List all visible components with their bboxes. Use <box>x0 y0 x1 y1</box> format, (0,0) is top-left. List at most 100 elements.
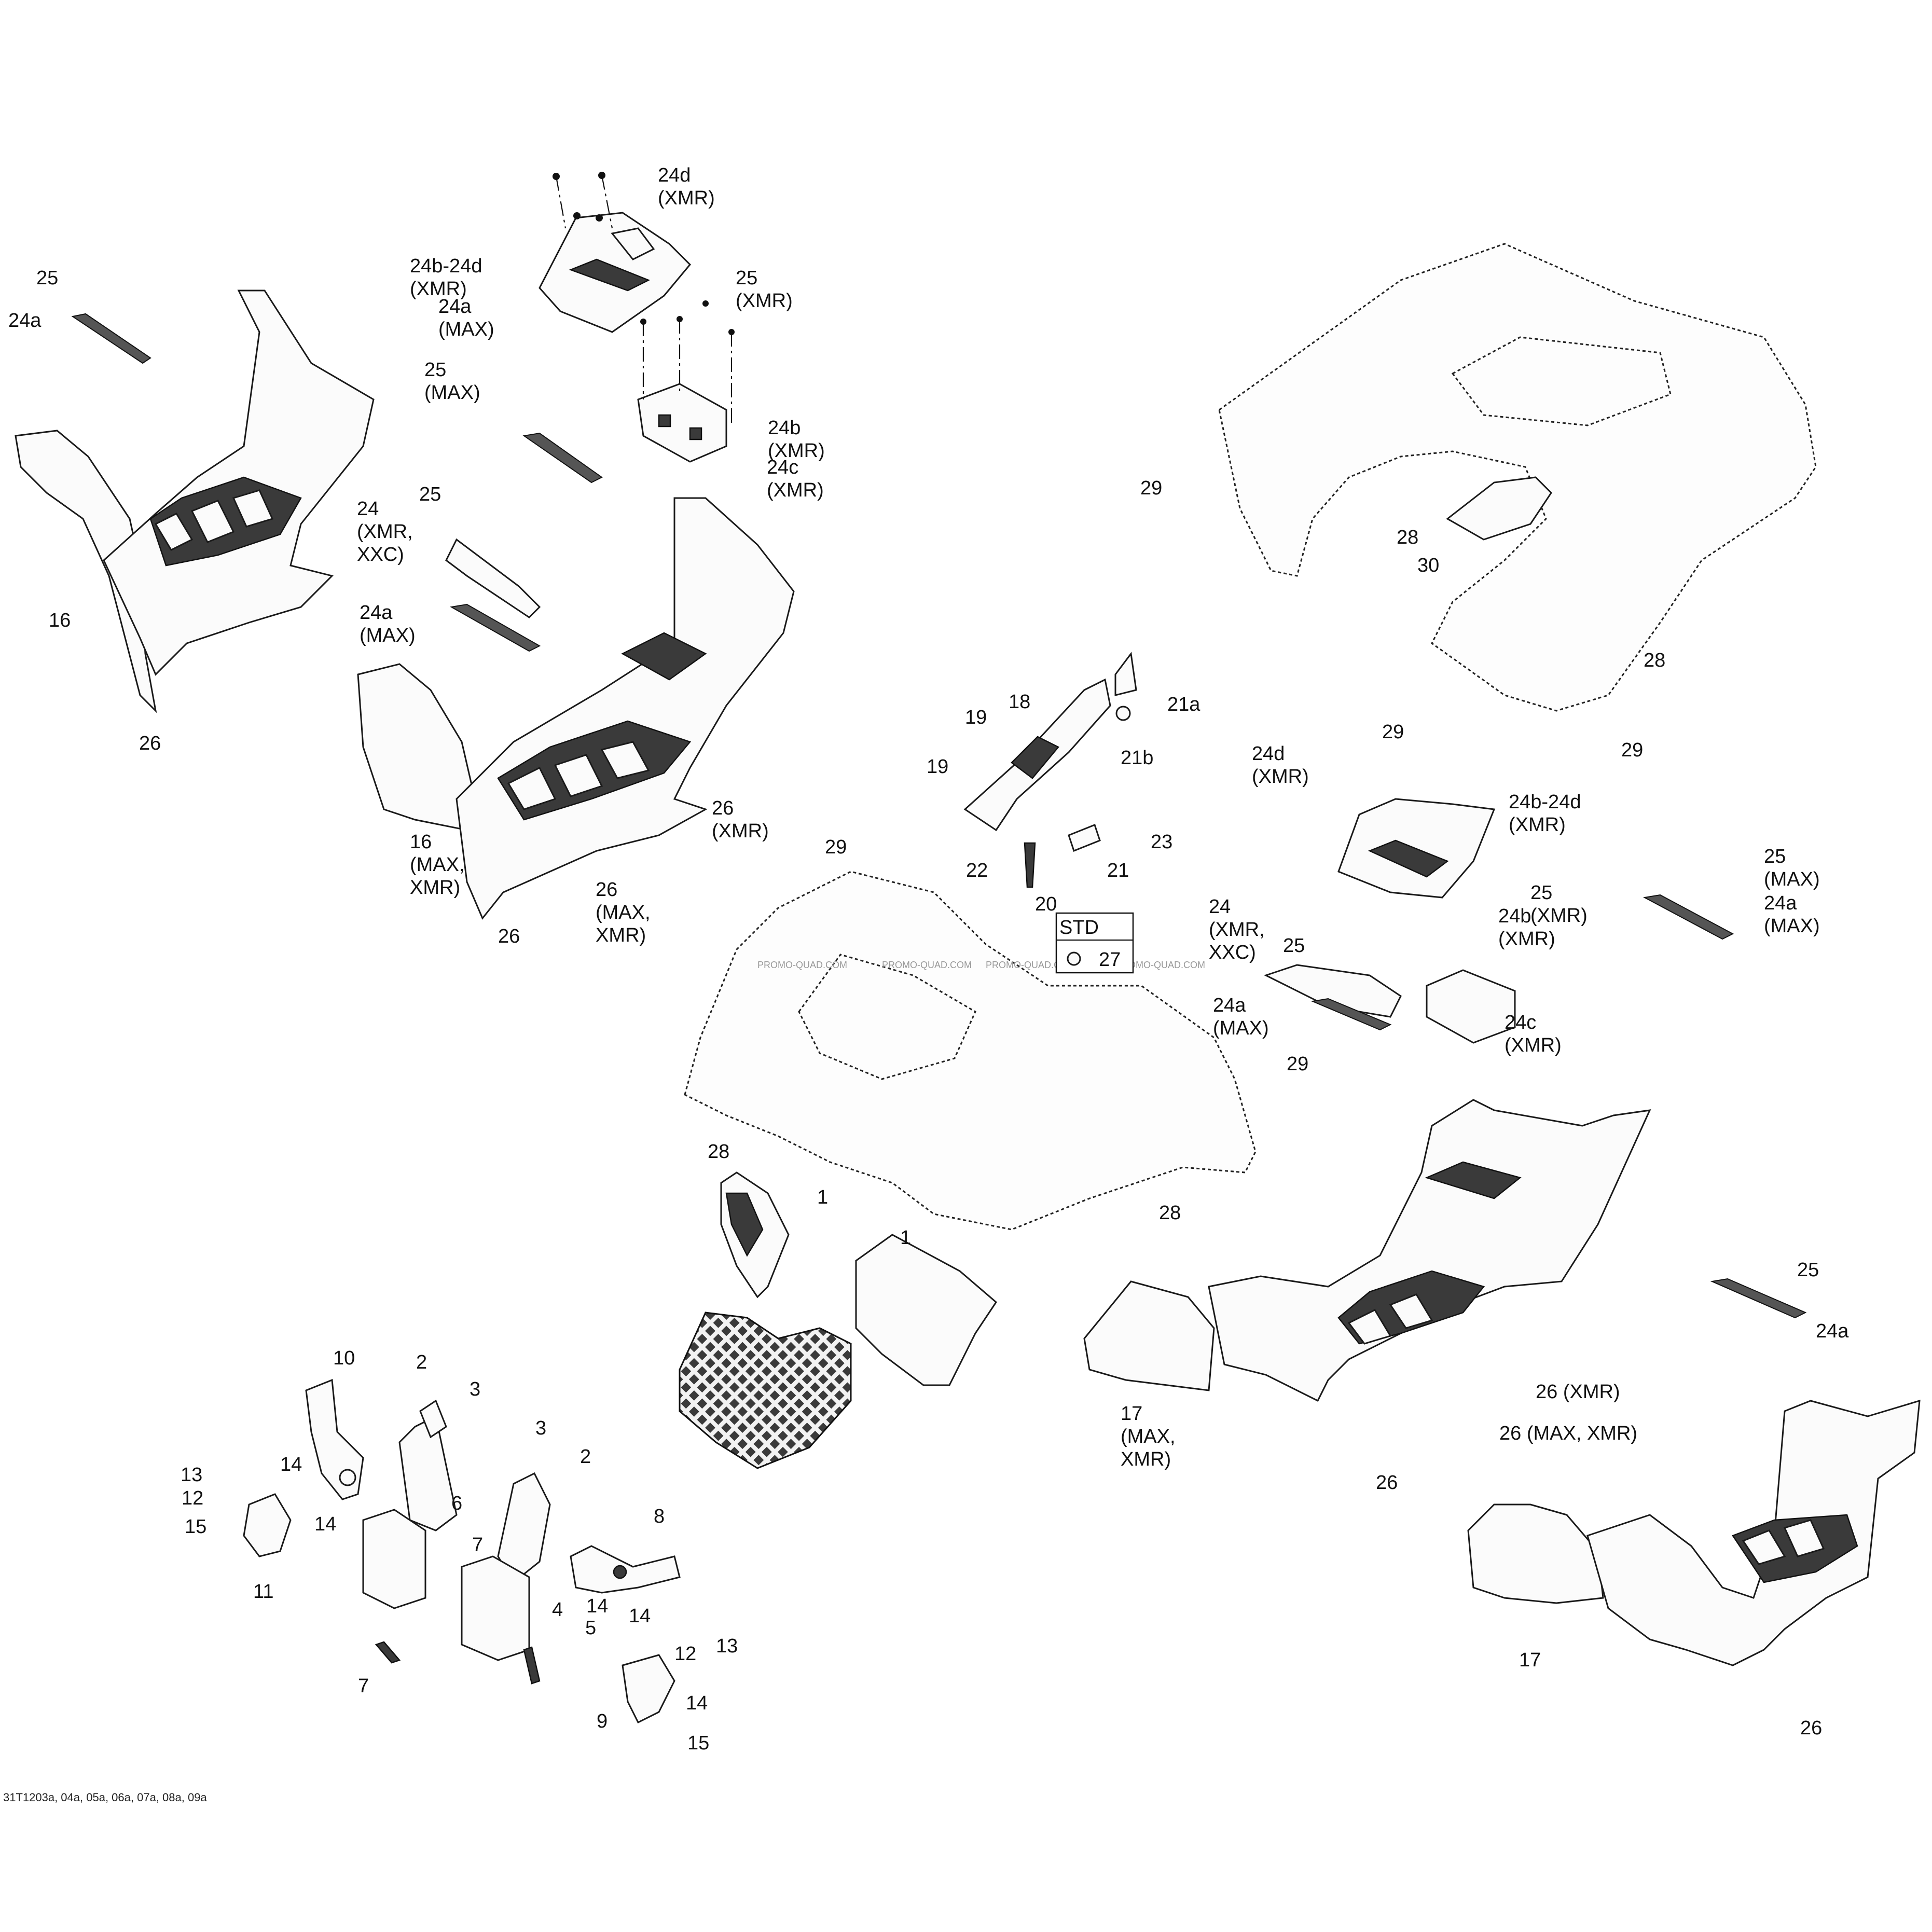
callout-c24a2: 24a(MAX) <box>438 296 494 340</box>
callout-c25h: 25 <box>1797 1259 1819 1281</box>
footboard-17 <box>1586 1399 1921 1666</box>
callout-c1b: 1 <box>900 1227 911 1249</box>
callout-c29c: 29 <box>1287 1053 1308 1075</box>
watermark-4: PROMO-QUAD.COM <box>1115 960 1205 970</box>
callout-c15: 15 <box>185 1516 206 1538</box>
callout-c26h: 26 <box>1800 1717 1822 1739</box>
footwell-17-assembly <box>1467 1278 1921 1666</box>
nut-21b <box>1115 706 1131 721</box>
callout-c13b: 13 <box>716 1635 738 1657</box>
bracket-assembly-18-23 <box>963 652 1137 888</box>
callout-c24bd2: 24b-24d(XMR) <box>1509 791 1581 836</box>
callout-c19b: 19 <box>927 756 948 778</box>
callout-c16m: 16(MAX,XMR) <box>410 831 465 899</box>
step-24a-max-center-top <box>522 432 603 484</box>
callout-c23: 23 <box>1151 831 1172 853</box>
front-bracket-assembly <box>243 1378 681 1724</box>
callout-c30: 30 <box>1417 555 1439 576</box>
step-24a-max-right-mid <box>1310 998 1392 1031</box>
step-24a-bottom-right <box>1710 1278 1807 1319</box>
callout-c24b2: 24b(XMR) <box>1498 905 1555 950</box>
footboard-16-max-xmr <box>456 497 795 920</box>
side-panel-1-right <box>855 1234 997 1386</box>
callout-c16: 16 <box>49 610 71 631</box>
callout-c22: 22 <box>966 860 988 881</box>
footwell-16-max-xmr-assembly <box>357 432 795 920</box>
callout-c24c2: 24c(XMR) <box>1505 1012 1562 1056</box>
callout-c8: 8 <box>654 1506 665 1527</box>
callout-c11: 11 <box>253 1581 273 1603</box>
callout-c28d: 28 <box>1644 650 1665 671</box>
callout-c10: 10 <box>333 1347 355 1369</box>
callout-c21b: 21b <box>1121 747 1153 769</box>
callout-c13: 13 <box>181 1464 202 1486</box>
callout-c26a: 26 <box>139 733 161 754</box>
bracket-9 <box>622 1654 675 1724</box>
diagram-code: 31T1203a, 04a, 05a, 06a, 07a, 08a, 09a <box>3 1791 207 1804</box>
left-footboard-tread-16 <box>149 476 302 567</box>
callout-c18: 18 <box>1009 691 1030 713</box>
callout-c24d1: 24d(XMR) <box>658 164 715 209</box>
callout-c24a6: 24a <box>1816 1320 1849 1342</box>
footwell-17-max-xmr-assembly <box>1083 1099 1651 1402</box>
step-plate-24a-top-left <box>71 313 151 364</box>
callout-c25a: 25 <box>36 267 58 289</box>
callout-c26e: 26 (XMR) <box>1536 1381 1620 1403</box>
rear-fender-assembly <box>1218 243 1817 712</box>
callout-c26d: 26 <box>498 926 520 947</box>
footboard-17-bottom-treads <box>1732 1514 1858 1583</box>
std-label: STD <box>1059 917 1099 939</box>
front-fender <box>684 871 1257 1231</box>
front-grille <box>679 1312 852 1469</box>
callout-c12: 12 <box>182 1487 203 1509</box>
callout-c24r: 24(XMR,XXC) <box>1209 896 1265 963</box>
callout-c24c1: 24c(XMR) <box>767 457 824 501</box>
bracket-11 <box>243 1493 292 1557</box>
callout-c5: 5 <box>585 1617 596 1639</box>
callout-c29b: 29 <box>825 836 847 858</box>
callout-c28b: 28 <box>708 1141 729 1163</box>
callout-c3: 3 <box>470 1378 480 1400</box>
callout-c6: 6 <box>451 1493 462 1514</box>
grille-assembly-1 <box>679 1171 997 1469</box>
footboard-17-treads <box>1337 1161 1522 1345</box>
tube-6b <box>497 1472 551 1584</box>
std-box: STD 27 <box>1055 912 1134 974</box>
callout-c19a: 19 <box>965 707 987 728</box>
callout-c25e: 25(MAX) <box>1764 846 1820 890</box>
callout-c25g: 25 <box>1283 935 1305 957</box>
callout-c25f: 25(XMR) <box>1530 882 1588 927</box>
callout-c12b: 12 <box>674 1643 696 1665</box>
front-fender-assembly: PROMO-QUAD.COM PROMO-QUAD.COM PROMO-QUAD… <box>684 871 1257 1231</box>
std-part-number: 27 <box>1099 949 1121 971</box>
callout-c29d: 29 <box>1382 721 1404 743</box>
callout-c14b: 14 <box>314 1513 336 1535</box>
rear-fender <box>1218 243 1817 712</box>
footwell-17 <box>1467 1503 1604 1604</box>
callout-c25c: 25(MAX) <box>424 359 480 404</box>
callout-c7b: 7 <box>358 1675 369 1697</box>
callout-c26g: 26 <box>1376 1472 1398 1494</box>
rear-fender-cap-30 <box>1446 476 1552 541</box>
callout-c2b: 2 <box>580 1446 591 1468</box>
callout-c14a: 14 <box>280 1454 302 1475</box>
watermark-1: PROMO-QUAD.COM <box>757 960 847 970</box>
bracket-24b-top <box>637 383 727 463</box>
callout-c24l: 24(XMR,XXC) <box>357 498 413 565</box>
pin-4 <box>523 1646 541 1685</box>
callout-c14d: 14 <box>629 1605 651 1627</box>
plate-21a <box>1114 652 1137 696</box>
bumper-block-right <box>461 1555 530 1661</box>
bolt-20 <box>1024 842 1036 888</box>
callout-c21: 21 <box>1107 860 1129 881</box>
callout-c7: 7 <box>472 1534 483 1556</box>
step-plate-24b-24d-top <box>539 212 692 333</box>
callout-c17: 17 <box>1519 1649 1541 1671</box>
callout-c29e: 29 <box>1621 739 1643 761</box>
left-footwell-assembly <box>15 289 375 713</box>
callout-c20: 20 <box>1035 893 1057 915</box>
callout-c24bd1: 24b-24d(XMR) <box>410 255 482 300</box>
bracket-2-top <box>419 1399 447 1439</box>
callout-c24a3: 24a(MAX) <box>360 602 416 646</box>
